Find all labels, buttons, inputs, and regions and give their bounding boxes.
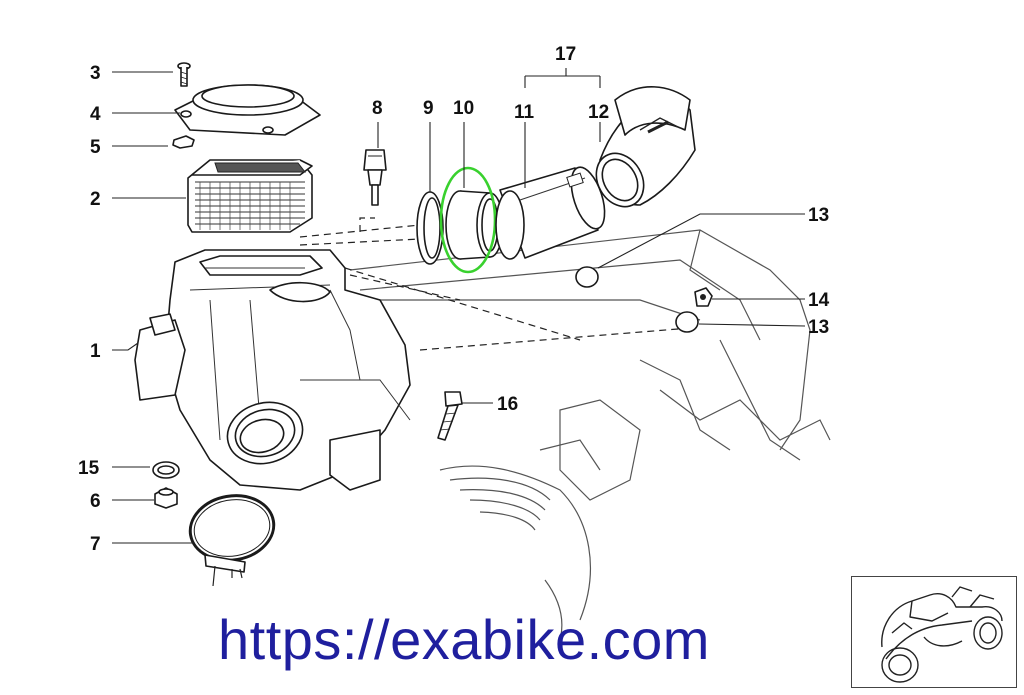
- callout-labels: 3 4 5 2 1 15 6 7 8 9 10 11 12 17 13 14 1…: [78, 44, 830, 555]
- nut-6: [154, 487, 178, 509]
- o-ring-15: [152, 461, 180, 479]
- nut-5: [172, 135, 195, 149]
- gasket-ring-9: [416, 191, 444, 265]
- filter-cover: [174, 84, 321, 136]
- watermark-url: https://exabike.com: [218, 608, 710, 671]
- callout-16: 16: [497, 394, 518, 415]
- assembly-leader-lines: [299, 217, 691, 351]
- callout-leaders: [112, 68, 806, 544]
- hose-clamp-7: [188, 494, 276, 587]
- nut-14: [694, 287, 713, 307]
- callout-2: 2: [90, 189, 101, 210]
- housing-intake-ring: [226, 401, 304, 465]
- callout-10: 10: [453, 98, 474, 119]
- highlight-ring: [439, 166, 497, 274]
- callout-9: 9: [423, 98, 434, 119]
- callout-7: 7: [90, 534, 101, 555]
- air-temp-sensor: [363, 149, 387, 206]
- callout-13b: 13: [808, 317, 829, 338]
- motorcycle-thumbnail: [851, 576, 1017, 688]
- callout-11: 11: [514, 102, 535, 123]
- rubber-sleeve-10: [445, 190, 504, 260]
- grommet-13b: [675, 311, 699, 333]
- callout-12: 12: [588, 102, 609, 123]
- callout-3: 3: [90, 63, 101, 84]
- callout-14: 14: [808, 290, 830, 311]
- screw-3: [177, 62, 191, 87]
- motorcycle-icon: [881, 586, 1003, 683]
- bent-hose-12: [595, 86, 696, 208]
- motorcycle-frame: [349, 229, 831, 641]
- airbox-housing: [134, 249, 411, 491]
- callout-4: 4: [90, 104, 101, 125]
- callout-6: 6: [90, 491, 101, 512]
- callout-13a: 13: [808, 205, 829, 226]
- callout-15: 15: [78, 458, 100, 479]
- grommet-13a: [575, 266, 599, 288]
- callout-1: 1: [90, 341, 101, 362]
- callout-17: 17: [555, 44, 576, 65]
- air-filter: [187, 159, 313, 233]
- bolt-16: [437, 391, 463, 441]
- callout-8: 8: [372, 98, 383, 119]
- callout-5: 5: [90, 137, 101, 158]
- intake-tube-11: [495, 166, 606, 260]
